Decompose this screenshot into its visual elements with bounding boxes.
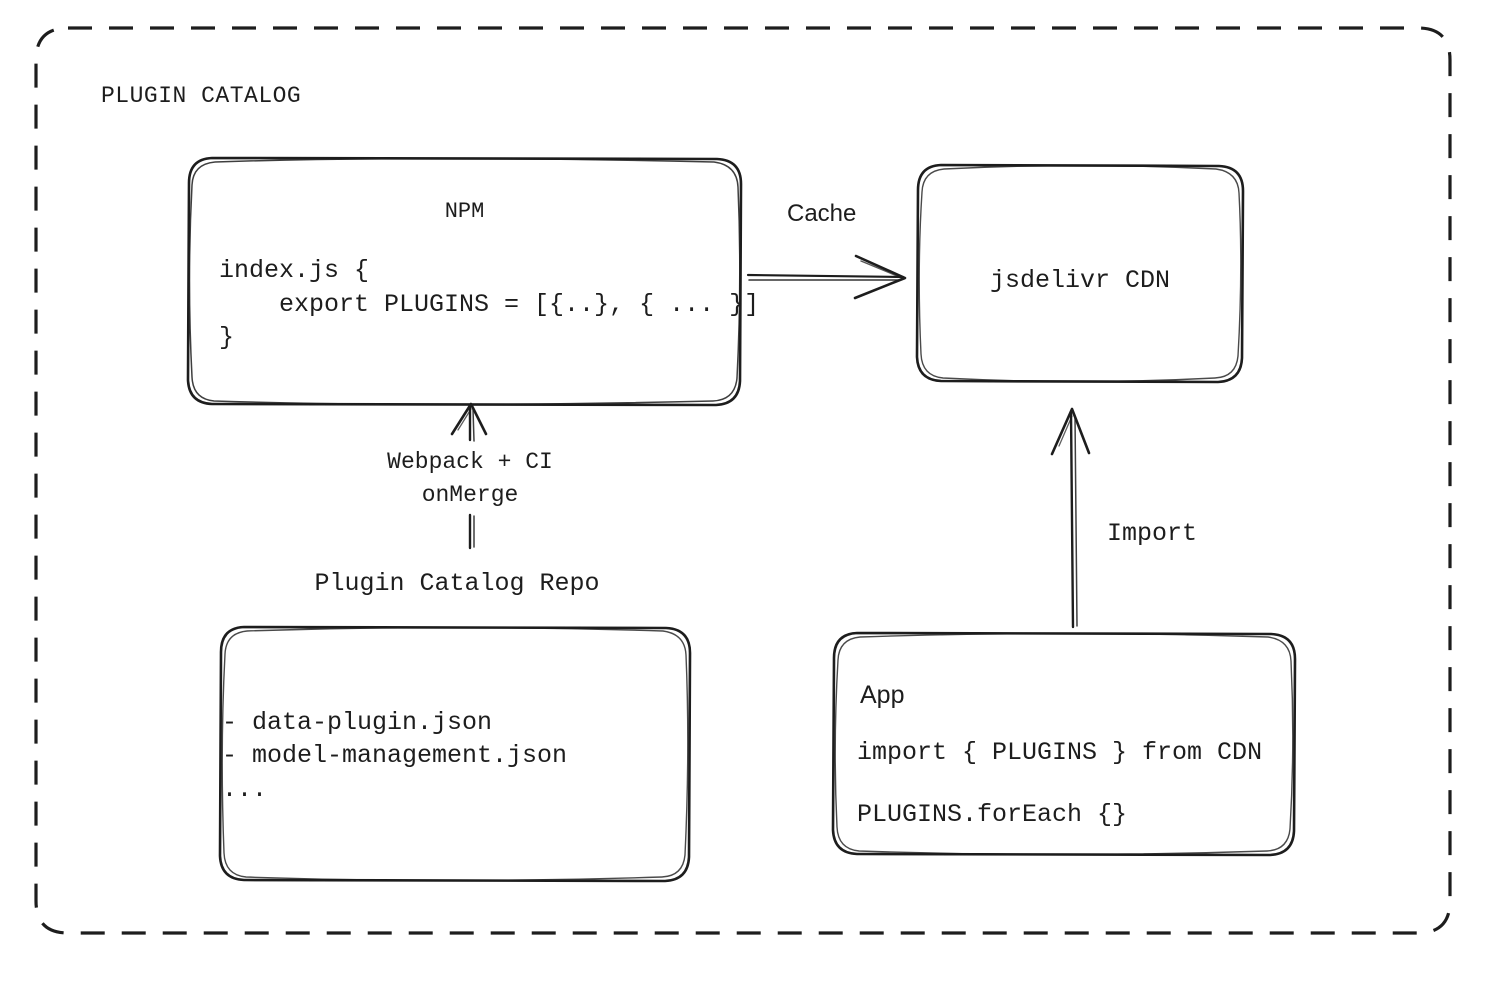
group-title: PLUGIN CATALOG [101, 83, 302, 109]
node-app-foreach-line: PLUGINS.forEach {} [857, 800, 1128, 829]
node-app-title: App [860, 681, 905, 709]
node-repo-label: Plugin Catalog Repo [314, 569, 600, 598]
edge-webpack-label: Webpack + CI onMerge [387, 449, 553, 508]
edge-cache-label: Cache [787, 200, 857, 227]
edge-cache-arrow [746, 254, 907, 300]
edge-import-arrow [1050, 407, 1091, 629]
node-npm-title: NPM [444, 199, 485, 224]
node-cdn-title: jsdelivr CDN [989, 266, 1171, 295]
node-repo-items: - data-plugin.json - model-management.js… [222, 708, 568, 804]
edge-import-label: Import [1107, 519, 1198, 548]
node-npm-code: index.js { export PLUGINS = [{..}, { ...… [219, 256, 760, 352]
node-app-import-line: import { PLUGINS } from CDN [857, 738, 1263, 767]
